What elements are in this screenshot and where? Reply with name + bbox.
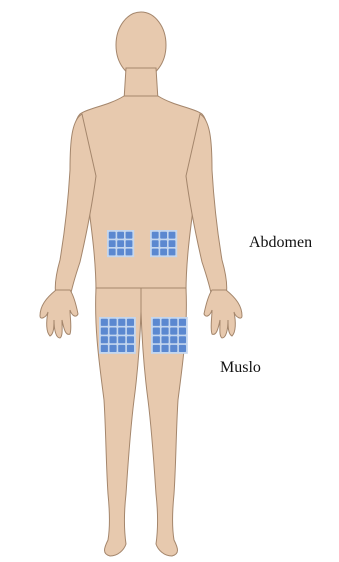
site-cell	[160, 240, 167, 247]
site-cell	[152, 249, 159, 256]
site-cell	[153, 319, 160, 326]
site-cell	[118, 345, 125, 352]
site-cell	[162, 336, 169, 343]
site-cell	[127, 336, 134, 343]
site-cell	[117, 240, 124, 247]
site-cell	[160, 232, 167, 239]
site-cell	[160, 249, 167, 256]
site-cell	[101, 328, 108, 335]
site-cell	[162, 328, 169, 335]
site-cell	[153, 328, 160, 335]
site-cell	[152, 232, 159, 239]
site-cell	[101, 345, 108, 352]
thigh-left-injection-site	[151, 317, 188, 354]
abdomen-label: Abdomen	[249, 235, 312, 251]
site-cell	[118, 319, 125, 326]
abdomen-right-injection-site	[107, 230, 134, 257]
site-cell	[170, 319, 177, 326]
site-cell	[118, 336, 125, 343]
site-cell	[109, 232, 116, 239]
site-cell	[127, 328, 134, 335]
abdomen-left-injection-site	[150, 230, 177, 257]
thigh-label: Muslo	[220, 360, 261, 376]
site-cell	[110, 328, 117, 335]
site-cell	[109, 240, 116, 247]
site-cell	[169, 249, 176, 256]
site-cell	[110, 345, 117, 352]
site-cell	[162, 345, 169, 352]
site-cell	[170, 345, 177, 352]
site-cell	[127, 345, 134, 352]
site-cell	[179, 336, 186, 343]
site-cell	[126, 232, 133, 239]
site-cell	[152, 240, 159, 247]
site-cell	[169, 232, 176, 239]
site-cell	[118, 328, 125, 335]
neck	[124, 68, 158, 100]
site-cell	[110, 319, 117, 326]
site-cell	[162, 319, 169, 326]
site-cell	[169, 240, 176, 247]
site-cell	[170, 336, 177, 343]
site-cell	[110, 336, 117, 343]
site-cell	[179, 319, 186, 326]
site-cell	[153, 345, 160, 352]
human-body-silhouette	[40, 12, 242, 556]
site-cell	[179, 328, 186, 335]
site-cell	[126, 240, 133, 247]
site-cell	[101, 319, 108, 326]
site-cell	[153, 336, 160, 343]
site-cell	[126, 249, 133, 256]
site-cell	[117, 232, 124, 239]
site-cell	[109, 249, 116, 256]
left-hand	[204, 290, 242, 338]
right-hand	[40, 290, 78, 338]
site-cell	[170, 328, 177, 335]
site-cell	[101, 336, 108, 343]
site-cell	[127, 319, 134, 326]
thigh-right-injection-site	[99, 317, 136, 354]
site-cell	[179, 345, 186, 352]
site-cell	[117, 249, 124, 256]
